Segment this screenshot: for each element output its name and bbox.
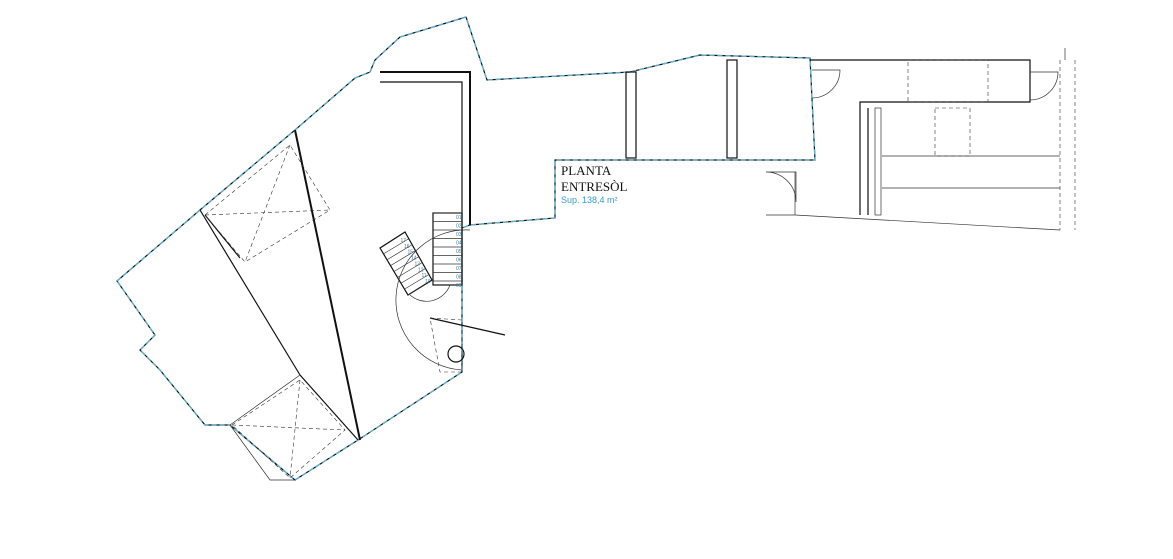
stair-step [390, 250, 416, 266]
plan-title-line2: ENTRESÒL [561, 179, 628, 194]
interior-walls [199, 59, 738, 481]
stair-step-number: 16 [404, 244, 410, 250]
stair-step [393, 256, 420, 272]
stair-step-number: 01 [456, 215, 462, 221]
mezzanine-outline [116, 16, 816, 481]
adjacent-plan [765, 48, 1076, 231]
stair-step [397, 262, 423, 278]
stair-step-number: 03 [456, 232, 462, 238]
stair-step-number: 12 [418, 267, 424, 273]
stair-step-number: 15 [408, 250, 414, 256]
stair-step-number: 10 [425, 279, 431, 285]
stair-step [386, 244, 413, 261]
void-areas [204, 144, 465, 479]
stair-step-number: 14 [411, 256, 417, 262]
stair-step [407, 279, 434, 296]
stair-step-number: 09 [456, 283, 462, 289]
stair-step-number: 04 [456, 241, 462, 247]
stair-step-number: 17 [401, 238, 407, 244]
stair-step-number: 06 [456, 258, 462, 264]
stair-step-number: 13 [415, 261, 421, 267]
stair-step [400, 267, 427, 284]
stair-step-number: 02 [456, 224, 462, 230]
stair-step [383, 238, 409, 255]
plan-title-line1: PLANTA [561, 163, 612, 178]
stair-step-number: 11 [422, 273, 427, 279]
stair-step-number: 05 [456, 249, 462, 255]
surface-area: Sup. 138,4 m² [561, 195, 618, 205]
stair-step [404, 273, 430, 290]
stair-step-number: 08 [456, 275, 462, 281]
stair-step-number: 07 [456, 266, 462, 272]
